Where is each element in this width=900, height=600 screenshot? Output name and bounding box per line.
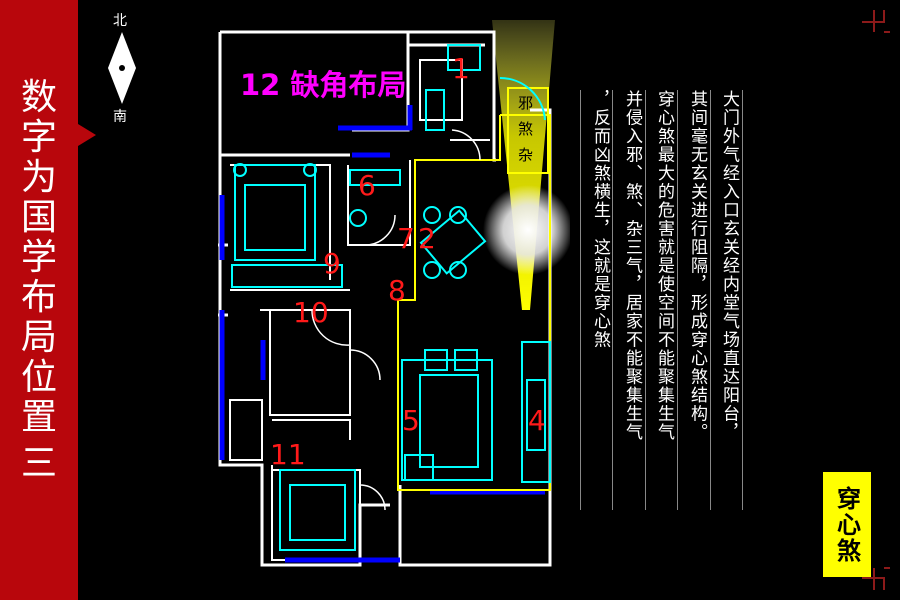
compass-north-label: 北 (113, 13, 127, 29)
evil-label-1: 邪 (518, 94, 533, 112)
column-divider (645, 90, 646, 510)
title-char: 国 (20, 197, 57, 238)
column-divider (580, 90, 581, 510)
text-column-1: 大门外气经入口玄关经内堂气场直达阳台， (719, 90, 739, 442)
room-number: 4 (528, 404, 546, 437)
qi-glow (483, 185, 570, 275)
title-char: 局 (20, 317, 57, 358)
sidebar-title: 数 字 为 国 学 布 局 位 置 三 (10, 78, 68, 484)
room-number: 9 (323, 247, 341, 280)
room-number: 1 (452, 52, 470, 85)
title-char: 布 (20, 277, 57, 318)
room-number: 2 (418, 222, 436, 255)
evil-label-2: 煞 (518, 120, 533, 138)
room-number: 6 (358, 169, 376, 202)
compass-icon (108, 32, 136, 104)
text-column-3: 穿心煞最大的危害就是使空间不能聚集生气 (654, 90, 674, 442)
title-char: 数 (20, 77, 57, 118)
text-column-2: 其间毫无玄关进行阻隔，形成穿心煞结构。 (687, 90, 707, 442)
title-char: 字 (20, 117, 57, 158)
room-number: 7 (397, 222, 415, 255)
room-number: 8 (388, 274, 406, 307)
room-number: 10 (293, 296, 329, 329)
corner-decor-bottom-right (862, 567, 890, 590)
column-divider (677, 90, 678, 510)
chuanxinsha-badge: 穿心煞 (823, 472, 871, 577)
evil-label-3: 杂 (518, 146, 533, 164)
room-number: 5 (402, 404, 420, 437)
compass-south-label: 南 (113, 109, 127, 125)
text-column-5: ，反而凶煞横生，这就是穿心煞 (590, 90, 610, 349)
floor-plan: 12 缺角布局 邪 煞 杂 1 4 5 6 7 2 8 9 10 11 (218, 20, 570, 567)
sidebar-pointer-arrow (78, 124, 96, 146)
text-column-4: 并侵入邪、煞、杂三气，居家不能聚集生气 (622, 90, 642, 442)
corner-decor-top-right (862, 10, 890, 33)
title-char: 置 (20, 397, 57, 438)
sidebar: 数 字 为 国 学 布 局 位 置 三 (0, 0, 78, 600)
column-divider (742, 90, 743, 510)
column-divider (612, 90, 613, 510)
title-suffix: 三 (20, 443, 57, 484)
title-char: 位 (20, 357, 57, 398)
missing-corner-label: 12 缺角布局 (240, 68, 406, 102)
room-number: 11 (270, 438, 306, 471)
title-char: 学 (20, 237, 57, 278)
title-char: 为 (20, 157, 57, 198)
column-divider (710, 90, 711, 510)
